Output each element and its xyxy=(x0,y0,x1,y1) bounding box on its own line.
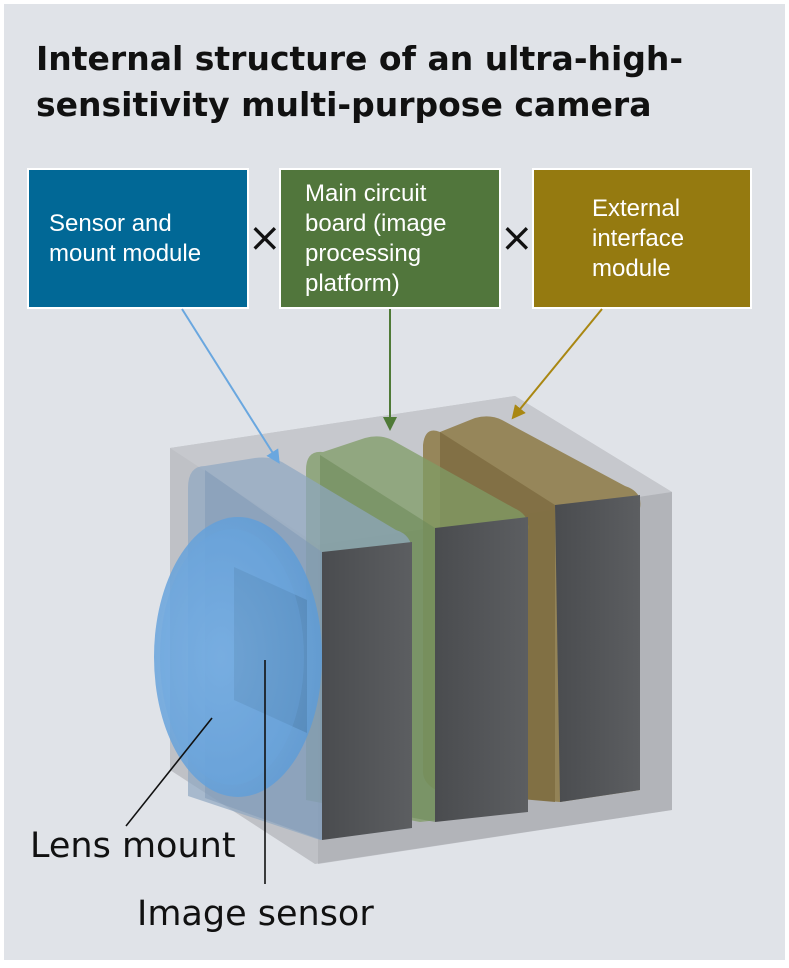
main-circuit-board-box: Main circuit board (image processing pla… xyxy=(279,168,501,309)
external-module-pointer-arrow xyxy=(511,308,603,420)
main-board-label-line-2: board (image xyxy=(305,209,447,237)
lens-mount-leader-line xyxy=(125,717,213,827)
external-module-label-line-3: module xyxy=(592,254,671,282)
figure-title: Internal structure of an ultra-high-sens… xyxy=(36,39,684,124)
sensor-and-mount-module-box: Sensor and mount module xyxy=(27,168,249,309)
external-interface-module-box: External interface module xyxy=(532,168,752,309)
sensor-module-label-line-1: Sensor and xyxy=(49,209,172,237)
lens-mount-ring xyxy=(154,517,322,797)
multiply-sign-2: × xyxy=(500,215,534,261)
external-module-label-line-2: interface xyxy=(592,224,685,252)
external-module-label-line-1: External xyxy=(592,194,681,222)
image-sensor-label: Image sensor xyxy=(137,894,374,934)
main-board-label-line-1: Main circuit xyxy=(305,179,427,207)
sensor-module-label-line-2: mount module xyxy=(49,239,202,267)
multiply-sign-1: × xyxy=(248,215,282,261)
main-board-label-line-4: platform) xyxy=(305,269,400,297)
sensor-module-pointer-arrow xyxy=(181,308,280,464)
main-board-label-line-3: processing xyxy=(305,239,422,267)
lens-mount-label: Lens mount xyxy=(30,826,236,866)
